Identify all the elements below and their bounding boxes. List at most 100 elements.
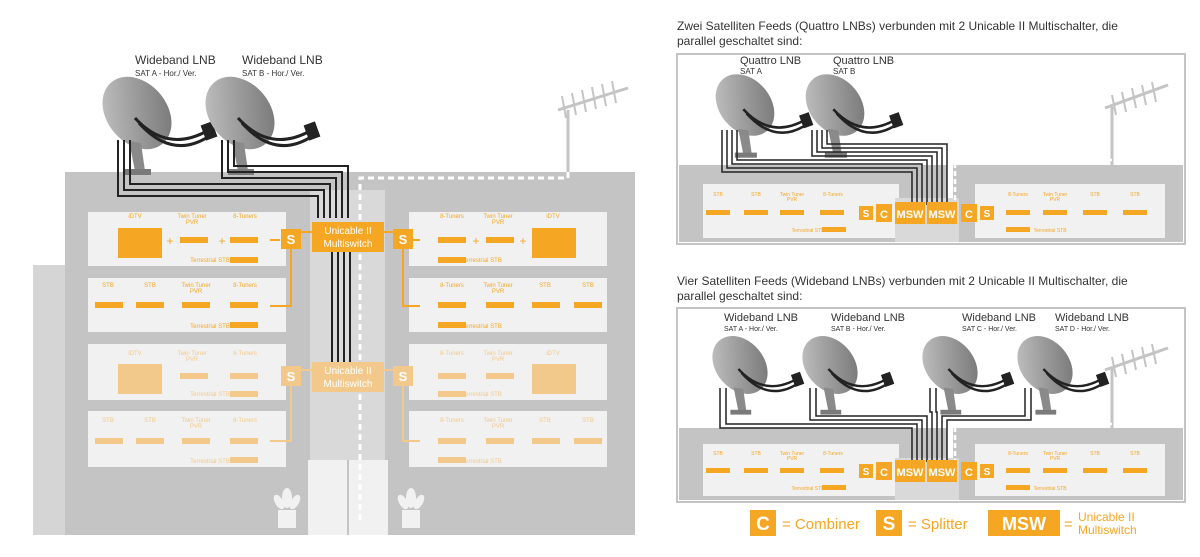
svg-text:Terrestrial STB: Terrestrial STB — [1033, 228, 1067, 234]
svg-text:Twin Tuner: Twin Tuner — [483, 351, 512, 357]
svg-text:Wideband LNB: Wideband LNB — [962, 312, 1036, 324]
svg-text:+: + — [166, 234, 173, 248]
svg-text:SAT C - Hor./ Ver.: SAT C - Hor./ Ver. — [962, 326, 1017, 333]
coax-cables — [719, 388, 1112, 462]
svg-text:Twin Tuner: Twin Tuner — [181, 418, 210, 424]
svg-text:PVR: PVR — [787, 456, 798, 462]
svg-text:PVR: PVR — [190, 424, 203, 430]
svg-text:PVR: PVR — [186, 357, 199, 363]
svg-text:PVR: PVR — [492, 289, 505, 295]
svg-text:C: C — [880, 467, 888, 479]
svg-text:8-Tuners: 8-Tuners — [823, 192, 843, 198]
svg-text:STB: STB — [582, 283, 594, 289]
svg-text:8-Tuners: 8-Tuners — [233, 283, 257, 289]
svg-text:8-Tuners: 8-Tuners — [233, 214, 257, 220]
svg-text:STB: STB — [582, 418, 594, 424]
legend: C = Combiner S = Splitter MSW = Unicable… — [750, 510, 1137, 537]
svg-text:Terrestrial STB: Terrestrial STB — [190, 392, 230, 398]
svg-text:Terrestrial STB: Terrestrial STB — [791, 486, 825, 492]
svg-text:Multiswitch: Multiswitch — [1078, 523, 1137, 537]
top-right-switch-chain: S C MSW MSW C S — [859, 202, 994, 224]
satellite-dish-icon — [86, 61, 219, 177]
svg-text:Twin Tuner: Twin Tuner — [1043, 192, 1068, 198]
svg-text:Twin Tuner: Twin Tuner — [177, 214, 206, 220]
satellite-dish-icon — [1004, 323, 1111, 416]
svg-text:STB: STB — [144, 283, 156, 289]
svg-text:MSW: MSW — [897, 209, 925, 221]
svg-text:Terrestrial STB: Terrestrial STB — [791, 228, 825, 234]
svg-text:C: C — [965, 209, 973, 221]
svg-text:STB: STB — [539, 418, 551, 424]
svg-text:8-Tuners: 8-Tuners — [1008, 192, 1028, 198]
svg-text:STB: STB — [1090, 451, 1100, 457]
svg-text:8-Tuners: 8-Tuners — [440, 418, 464, 424]
bottom-right-heading-line-2: parallel geschaltet sind: — [677, 289, 802, 303]
svg-text:STB: STB — [102, 418, 114, 424]
svg-text:Terrestrial STB: Terrestrial STB — [1033, 486, 1067, 492]
terrestrial-antenna-icon — [1104, 81, 1169, 165]
svg-text:8-Tuners: 8-Tuners — [233, 351, 257, 357]
svg-text:Twin Tuner: Twin Tuner — [177, 351, 206, 357]
svg-text:STB: STB — [102, 283, 114, 289]
svg-text:S: S — [984, 209, 991, 220]
svg-text:Wideband LNB: Wideband LNB — [135, 53, 216, 67]
quattro-lnb-label-a: Quattro LNB SAT A — [740, 55, 801, 76]
svg-text:Twin Tuner: Twin Tuner — [780, 192, 805, 198]
svg-text:STB: STB — [1130, 192, 1140, 198]
svg-text:S: S — [287, 369, 296, 384]
svg-text:Twin Tuner: Twin Tuner — [483, 418, 512, 424]
floor-4-devices: STB STB Twin Tuner PVR 8-Tuners Terrestr… — [95, 418, 602, 465]
svg-text:=: = — [1064, 516, 1073, 533]
unicable-multiswitch-1: Unicable II Multiswitch — [312, 222, 384, 252]
svg-text:S: S — [287, 232, 296, 247]
satellite-dish-icon — [699, 323, 806, 416]
svg-text:8-Tuners: 8-Tuners — [233, 418, 257, 424]
svg-text:Multiswitch: Multiswitch — [324, 379, 373, 390]
svg-text:Terrestrial STB: Terrestrial STB — [462, 459, 502, 465]
svg-text:Twin Tuner: Twin Tuner — [1043, 451, 1068, 457]
svg-text:PVR: PVR — [492, 424, 505, 430]
lnb-label-b: Wideband LNB SAT B - Hor./ Ver. — [242, 53, 323, 78]
svg-text:S: S — [399, 369, 408, 384]
svg-text:Wideband LNB: Wideband LNB — [1055, 312, 1129, 324]
svg-text:STB: STB — [751, 451, 761, 457]
svg-text:Unicable II: Unicable II — [324, 226, 371, 237]
coax-cables — [721, 130, 1112, 205]
svg-text:Terrestrial STB: Terrestrial STB — [190, 258, 230, 264]
top-right-devices: STB STB Twin Tuner PVR 8-Tuners Terrestr… — [706, 192, 1147, 234]
wideband-lnb-label-a: Wideband LNB SAT A - Hor./ Ver. — [724, 312, 798, 333]
svg-text:Wideband LNB: Wideband LNB — [724, 312, 798, 324]
svg-text:Terrestrial STB: Terrestrial STB — [462, 392, 502, 398]
satellite-dish-icon — [789, 323, 896, 416]
svg-text:SAT B - Hor./ Ver.: SAT B - Hor./ Ver. — [831, 326, 886, 333]
svg-text:+: + — [519, 234, 526, 248]
svg-text:STB: STB — [1090, 192, 1100, 198]
top-right-heading-line-2: parallel geschaltet sind: — [677, 34, 802, 48]
svg-text:C: C — [756, 514, 770, 535]
svg-text:SAT B - Hor./ Ver.: SAT B - Hor./ Ver. — [242, 69, 304, 78]
svg-text:Multiswitch: Multiswitch — [324, 239, 373, 250]
svg-text:8-Tuners: 8-Tuners — [823, 451, 843, 457]
plant-icon — [397, 488, 425, 528]
quattro-lnb-label-b: Quattro LNB SAT B — [833, 55, 894, 76]
svg-text:Terrestrial STB: Terrestrial STB — [190, 459, 230, 465]
svg-text:PVR: PVR — [1050, 197, 1061, 203]
svg-text:Unicable II: Unicable II — [1078, 510, 1135, 524]
splitter-box: S — [393, 229, 413, 249]
legend-combiner-key — [750, 510, 776, 536]
floor-3-devices: iDTV Twin Tuner PVR 8-Tuners Terrestrial… — [118, 351, 576, 398]
svg-text:Twin Tuner: Twin Tuner — [483, 214, 512, 220]
splitter-box: S — [281, 229, 301, 249]
svg-text:= Combiner: = Combiner — [782, 516, 860, 533]
svg-text:iDTV: iDTV — [128, 351, 141, 357]
floor-2-devices: STB STB Twin Tuner PVR 8-Tuners Terrestr… — [95, 283, 602, 330]
svg-text:8-Tuners: 8-Tuners — [440, 351, 464, 357]
svg-text:STB: STB — [144, 418, 156, 424]
svg-text:8-Tuners: 8-Tuners — [440, 214, 464, 220]
plant-icon — [273, 488, 301, 528]
bottom-right-switch-chain: S C MSW MSW C S — [859, 460, 994, 482]
legend-splitter-key — [876, 510, 902, 536]
top-right-heading-line-1: Zwei Satelliten Feeds (Quattro LNBs) ver… — [677, 19, 1118, 33]
legend-msw-key — [988, 510, 1060, 536]
